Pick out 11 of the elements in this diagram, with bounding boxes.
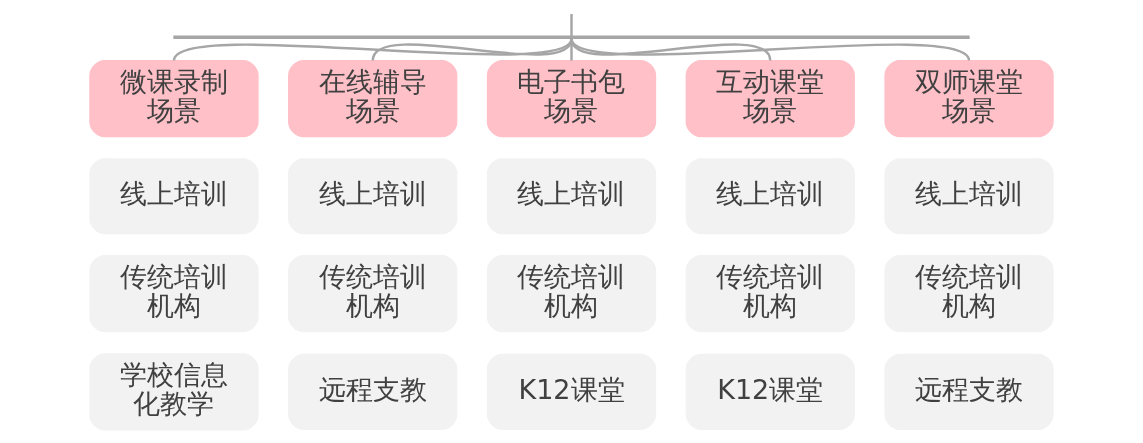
connector [570, 38, 772, 62]
node-bar [173, 35, 970, 40]
connector [570, 37, 970, 62]
node-box: 互动课堂场景 [685, 59, 855, 138]
node-box: 电子书包场景 [486, 59, 657, 138]
connector [371, 38, 573, 62]
node-box: 在线辅导场景 [288, 59, 458, 138]
node-box: 双师课堂场景 [884, 59, 1054, 138]
connector [570, 14, 573, 36]
node-box: 微课录制场景 [89, 59, 259, 138]
connector [173, 37, 573, 62]
